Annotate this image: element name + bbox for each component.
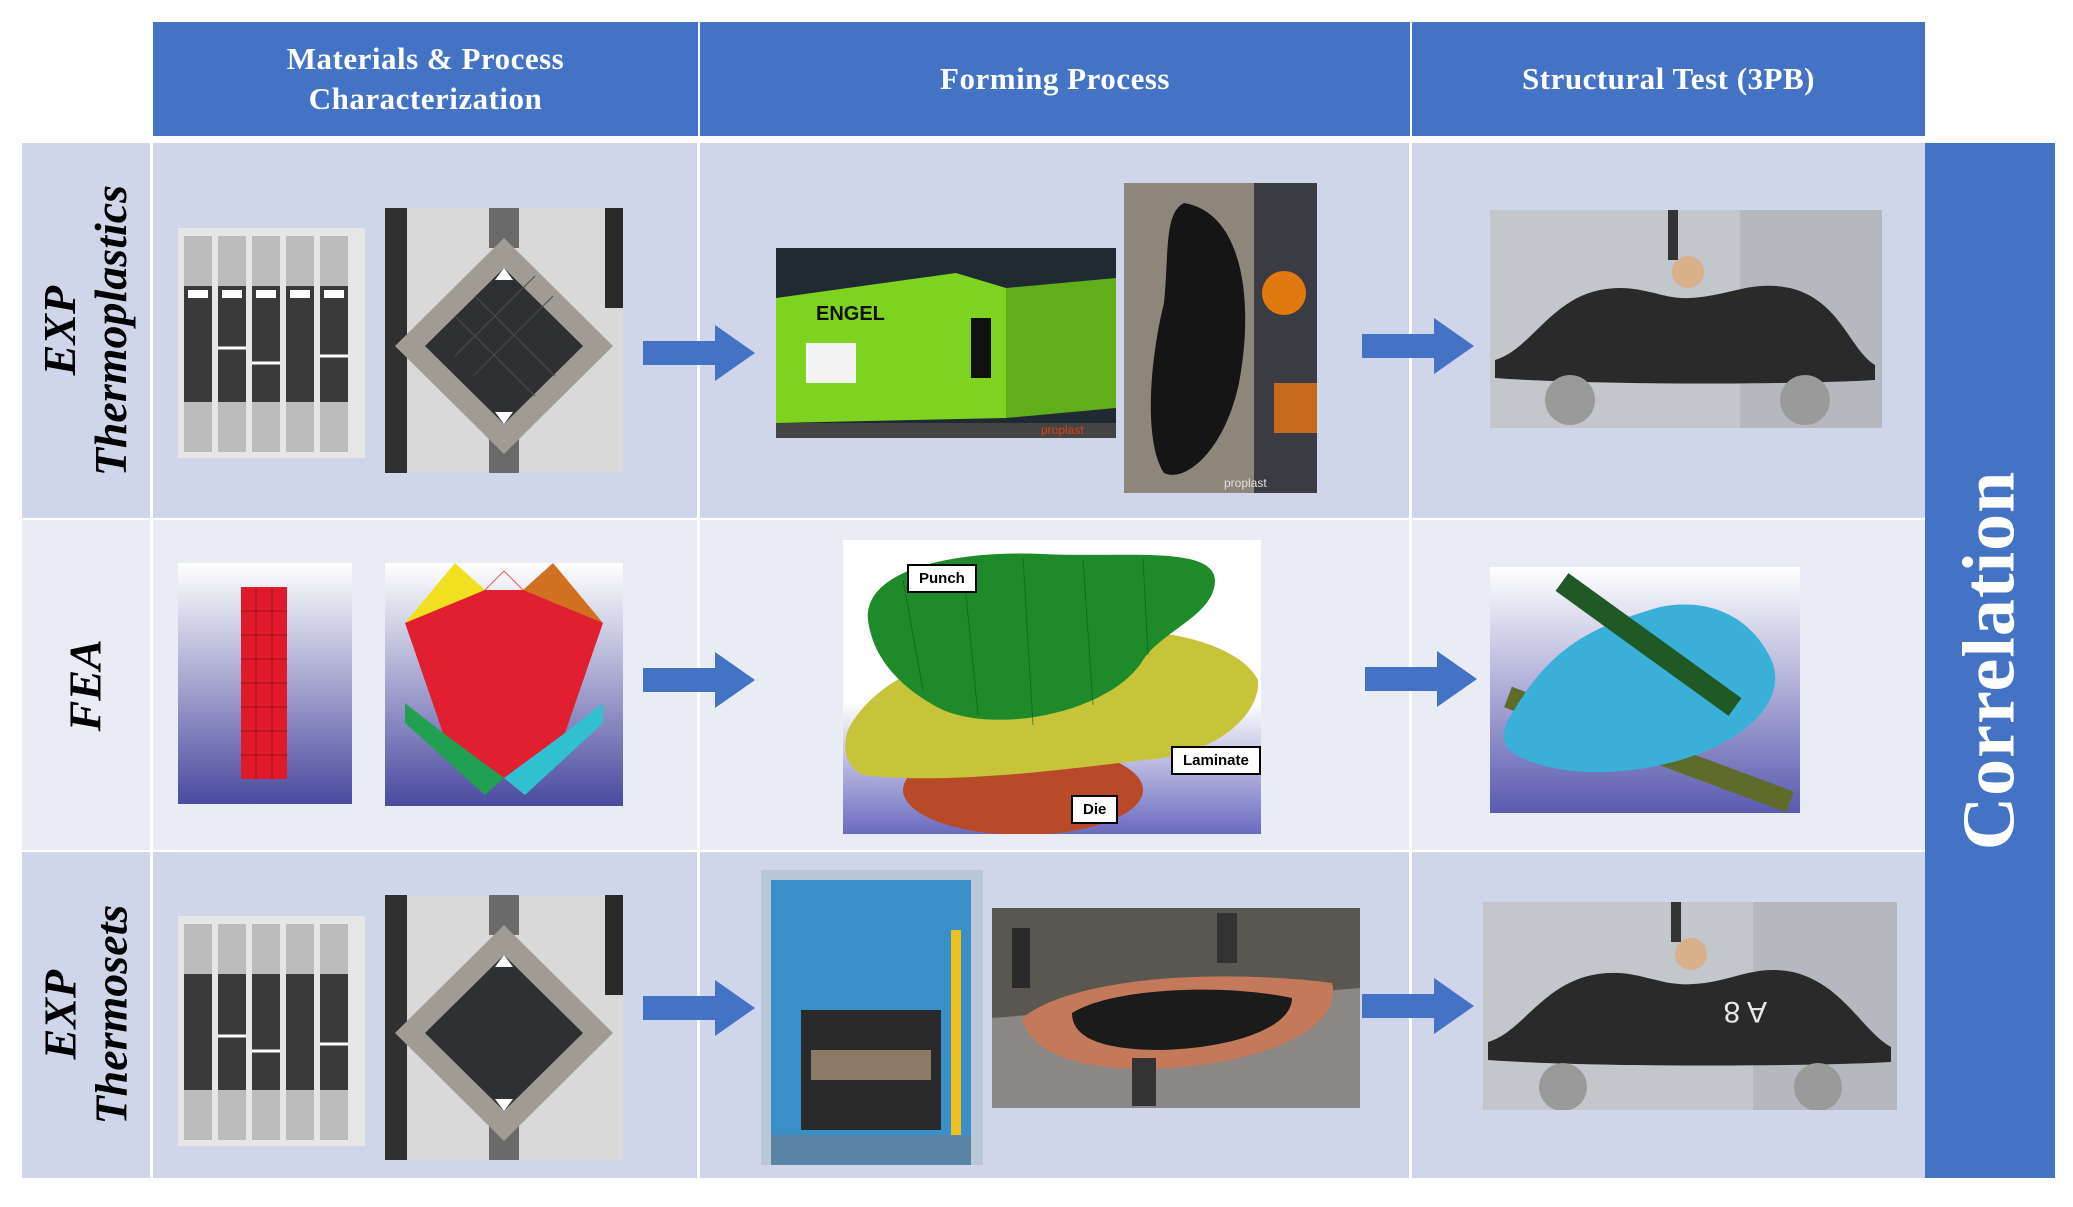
fea-mesh-icon — [1503, 573, 1794, 813]
header-forming: Forming Process — [700, 22, 1410, 136]
fea-tensile-model — [178, 563, 352, 804]
header-materials-line1: Materials & Process — [286, 40, 565, 76]
row-label-line1: EXP — [34, 970, 86, 1060]
arrow-right-icon — [643, 325, 755, 381]
row-label-line2: Thermoplastics — [85, 184, 136, 477]
grid-divider — [22, 518, 1925, 520]
photo-icon — [1490, 210, 1882, 428]
grid-divider — [697, 143, 700, 1178]
row-label-line1: EXP — [34, 285, 86, 376]
header-structural: Structural Test (3PB) — [1412, 22, 1925, 136]
fea-picture-frame-model — [385, 563, 623, 806]
proplast-watermark: proplast — [1041, 423, 1084, 437]
photo-icon — [385, 208, 623, 473]
row-label-line1: FEA — [59, 638, 111, 732]
arrow-right-icon — [1362, 978, 1474, 1034]
tensile-specimens-photo — [178, 228, 365, 458]
injection-machine-photo: ENGEL proplast — [776, 248, 1116, 438]
tensile-specimens-photo — [178, 916, 365, 1146]
three-point-bending-photo: A 8 — [1483, 902, 1897, 1110]
proplast-watermark: proplast — [1224, 476, 1267, 490]
fea-forming-model: Punch Laminate Die — [843, 540, 1261, 834]
specimen-marking: A 8 — [1724, 995, 1767, 1028]
grid-divider — [22, 850, 1925, 852]
fea-label-die: Die — [1071, 795, 1119, 824]
photo-icon — [992, 908, 1360, 1108]
photo-icon — [761, 870, 983, 1165]
picture-frame-test-photo — [385, 895, 623, 1160]
fea-mesh-icon — [845, 553, 1259, 834]
fea-label-punch: Punch — [907, 564, 977, 593]
grid-divider — [1409, 143, 1412, 1178]
three-point-bending-photo — [1490, 210, 1882, 428]
correlation-label: Correlation — [1948, 470, 2031, 851]
photo-icon — [385, 895, 623, 1160]
header-materials-line2: Characterization — [308, 81, 543, 116]
arrow-right-icon — [1362, 318, 1474, 374]
arrow-right-icon — [1365, 651, 1477, 707]
row-label-exp-thermosets: EXP Thermosets — [22, 852, 150, 1178]
hydraulic-press-photo — [761, 870, 983, 1165]
photo-icon: A 8 — [1483, 902, 1897, 1110]
preform-handling-photo: proplast — [1124, 183, 1317, 493]
fea-label-laminate: Laminate — [1171, 746, 1261, 775]
photo-icon — [184, 236, 348, 452]
photo-icon: ENGEL proplast — [776, 248, 1116, 438]
arrow-right-icon — [643, 980, 755, 1036]
picture-frame-test-photo — [385, 208, 623, 473]
photo-icon: proplast — [1124, 183, 1317, 493]
engel-text: ENGEL — [816, 303, 885, 325]
arrow-right-icon — [643, 652, 755, 708]
fea-three-point-bending-model — [1490, 567, 1800, 813]
row-label-exp-thermoplastics: EXP Thermoplastics — [22, 143, 150, 518]
row-label-fea: FEA — [22, 520, 150, 850]
grid-divider — [150, 143, 153, 1178]
photo-icon — [184, 924, 348, 1140]
row-label-line2: Thermosets — [85, 905, 136, 1125]
header-materials: Materials & Process Characterization — [153, 22, 698, 136]
mould-photo — [992, 908, 1360, 1108]
fea-mesh-icon — [405, 563, 603, 795]
correlation-bar: Correlation — [1925, 143, 2055, 1178]
fea-mesh-icon — [241, 587, 287, 779]
